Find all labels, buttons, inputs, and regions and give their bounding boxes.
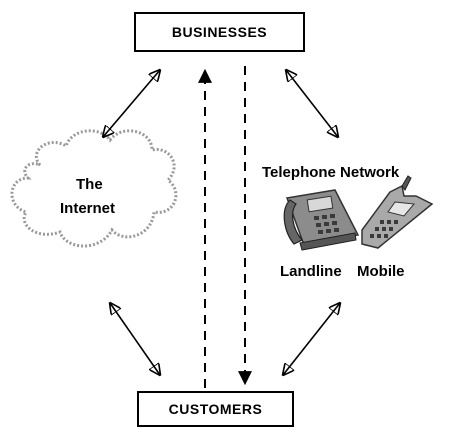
businesses-box: BUSINESSES [134,12,305,52]
arrow-internet-customers [110,303,160,375]
customers-box: CUSTOMERS [137,391,294,427]
landline-phone-icon [283,189,360,251]
arrow-telephone-customers [283,303,340,375]
landline-label: Landline [280,263,342,280]
cloud-icon [10,129,178,248]
mobile-phone-icon [361,175,434,249]
arrow-businesses-internet [103,70,160,137]
telephone-network-label: Telephone Network [262,164,400,181]
arrow-businesses-telephone [286,70,338,137]
internet-label-line1: The [76,176,103,193]
customers-label: CUSTOMERS [168,401,263,417]
internet-label-line2: Internet [60,200,116,217]
businesses-label: BUSINESSES [171,24,268,40]
mobile-label: Mobile [357,263,405,280]
